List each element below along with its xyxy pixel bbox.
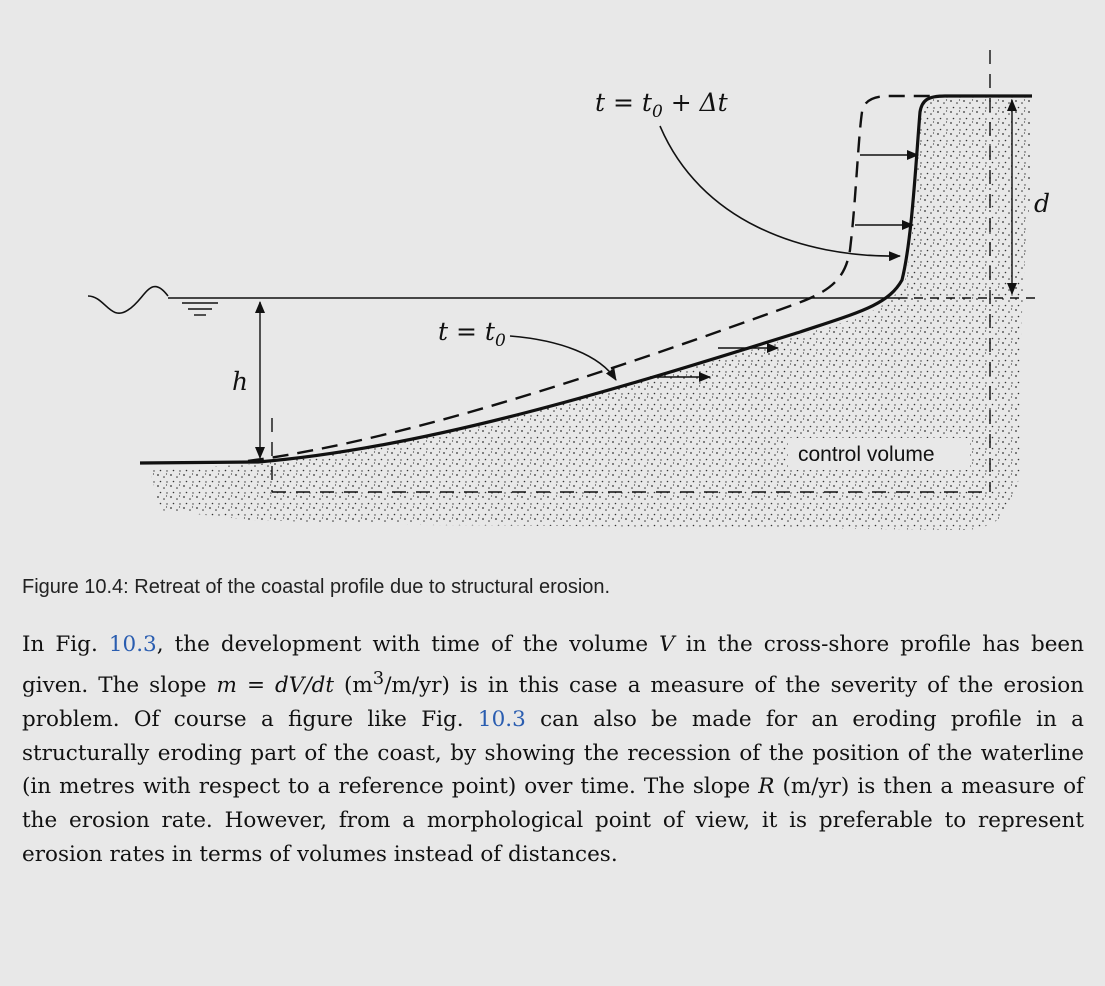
figure-caption: Figure 10.4: Retreat of the coastal prof…	[22, 576, 611, 598]
leader-later	[659, 125, 901, 262]
control-volume-boundary	[271, 50, 991, 493]
control-volume-label-bg	[788, 438, 970, 470]
profile-initial	[139, 94, 1032, 465]
figure-ref-link[interactable]: 10.3	[108, 632, 157, 657]
retreat-arrows	[650, 150, 919, 382]
erosion-profile-figure: t = t0 + Δt t = t0 h d control volume	[87, 50, 1050, 530]
profile-later	[247, 94, 945, 463]
water-level-symbol	[182, 302, 218, 316]
label-d: d	[1034, 189, 1050, 218]
label-h: h	[232, 367, 248, 396]
label-t-later: t = t0 + Δt	[595, 88, 729, 122]
sand-body	[150, 96, 1030, 530]
body-paragraph: In Fig. 10.3, the development with time …	[22, 632, 1085, 867]
figure-ref-link[interactable]: 10.3	[477, 706, 526, 732]
label-t0: t = t0	[438, 317, 506, 351]
wave-line	[87, 285, 169, 314]
label-control-volume: control volume	[798, 443, 935, 466]
leader-initial	[509, 335, 617, 381]
